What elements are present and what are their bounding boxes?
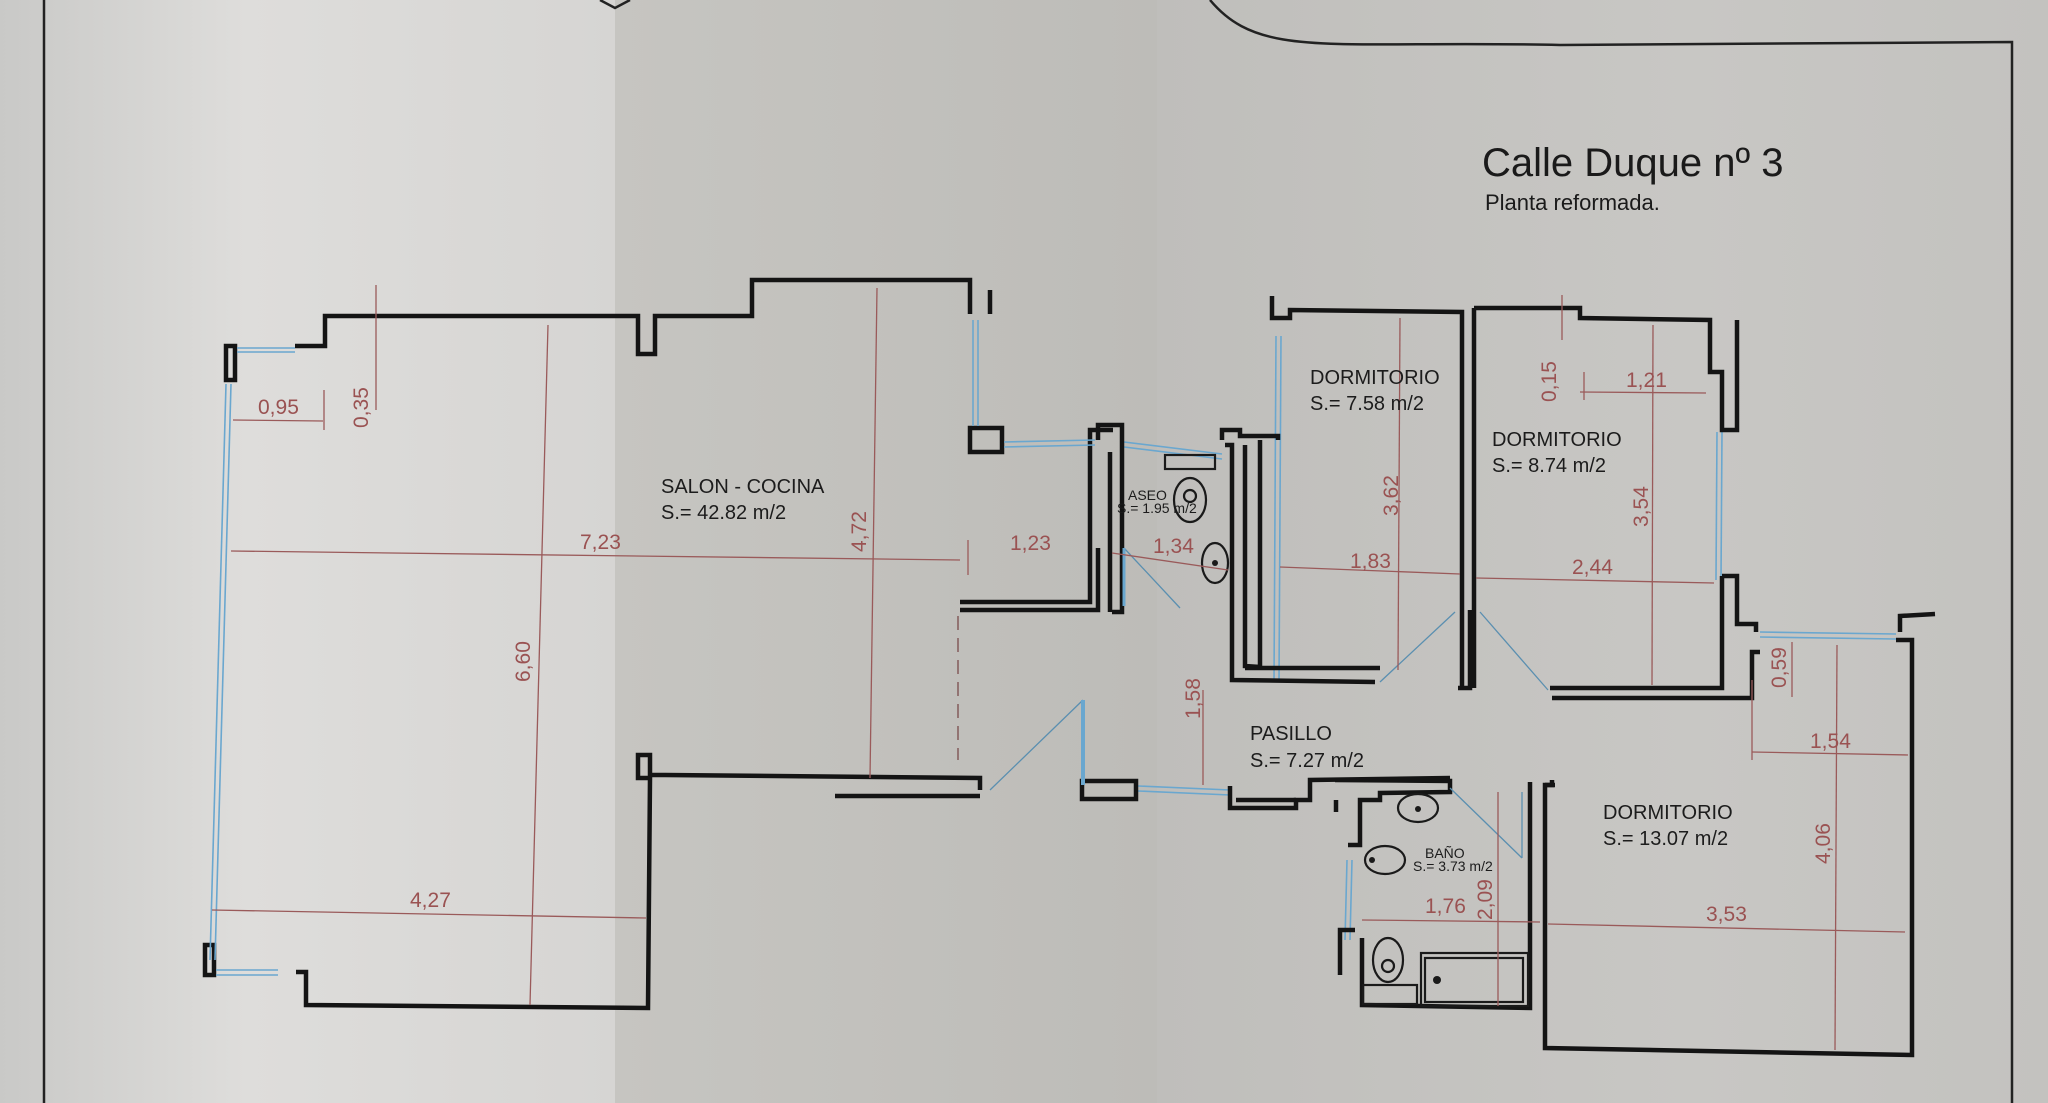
room-name: ASEO — [1128, 487, 1167, 503]
room-name: BAÑO — [1425, 845, 1465, 861]
dim-label: 3,53 — [1706, 903, 1747, 926]
plan-title: Calle Duque nº 3 — [1482, 141, 1783, 185]
room-area: S.= 7.27 m/2 — [1250, 750, 1364, 772]
room-dormitorio-1: DORMITORIO S.= 7.58 m/2 — [1310, 367, 1440, 415]
dim-label: 3,62 — [1380, 475, 1403, 516]
dim-label: 0,35 — [350, 387, 373, 428]
room-name: DORMITORIO — [1492, 429, 1622, 451]
dim-label: 1,54 — [1810, 730, 1851, 753]
room-bano: BAÑO S.= 3.73 m/2 — [1413, 845, 1493, 874]
dim-label: 1,58 — [1182, 678, 1205, 719]
dim-label: 1,34 — [1153, 535, 1194, 558]
room-dormitorio-2: DORMITORIO S.= 8.74 m/2 — [1492, 429, 1622, 477]
toilet-tank-bano — [1361, 983, 1419, 1006]
plan-subtitle: Planta reformada. — [1485, 190, 1660, 215]
dim-label: 1,83 — [1350, 550, 1391, 573]
sink-aseo — [1200, 541, 1230, 585]
toilet-tank-aseo — [1163, 453, 1217, 471]
fixtures — [1163, 453, 1530, 1008]
walls-bano — [1333, 777, 1555, 1011]
page-frame — [42, 0, 2014, 1103]
dim-label: 2,44 — [1572, 556, 1613, 579]
doors — [957, 547, 1549, 859]
bidet-bano — [1363, 844, 1407, 876]
room-area: S.= 3.73 m/2 — [1413, 858, 1493, 874]
room-area: S.= 1.95 m/2 — [1117, 500, 1197, 516]
dim-label: 1,23 — [1010, 532, 1051, 555]
bathtub — [1419, 951, 1530, 1008]
sink-bano — [1396, 792, 1440, 824]
dim-label: 3,54 — [1630, 486, 1653, 527]
walls-right — [1474, 305, 1936, 1058]
dimension-labels: 0,95 0,35 7,23 6,60 4,72 1,23 4,27 1,34 … — [258, 361, 1851, 926]
dimension-lines — [211, 285, 1909, 1051]
room-area: S.= 13.07 m/2 — [1603, 828, 1728, 850]
room-dormitorio-3: DORMITORIO S.= 13.07 m/2 — [1603, 802, 1733, 850]
dim-label: 0,59 — [1768, 647, 1791, 688]
windows — [209, 320, 1897, 976]
dim-label: 1,21 — [1626, 369, 1667, 392]
room-name: PASILLO — [1250, 723, 1332, 745]
dim-label: 4,72 — [848, 511, 871, 552]
room-area: S.= 42.82 m/2 — [661, 502, 786, 524]
room-name: SALON - COCINA — [661, 476, 825, 498]
paper-middle-panel — [615, 0, 1157, 1103]
dim-label: 2,09 — [1474, 879, 1497, 920]
paper-right-panel — [1157, 0, 2048, 1103]
dim-label: 7,23 — [580, 531, 621, 554]
room-aseo: ASEO S.= 1.95 m/2 — [1117, 487, 1197, 516]
dim-label: 0,95 — [258, 396, 299, 419]
walls-salon — [202, 277, 1113, 1011]
room-area: S.= 8.74 m/2 — [1492, 455, 1606, 477]
room-name: DORMITORIO — [1603, 802, 1733, 824]
walls-central — [1079, 296, 1477, 811]
room-area: S.= 7.58 m/2 — [1310, 393, 1424, 415]
room-name: DORMITORIO — [1310, 367, 1440, 389]
dim-label: 0,15 — [1538, 361, 1561, 402]
toilet-aseo — [1172, 476, 1208, 524]
room-salon-cocina: SALON - COCINA S.= 42.82 m/2 — [661, 476, 825, 524]
dim-label: 1,76 — [1425, 895, 1466, 918]
dim-label: 4,27 — [410, 889, 451, 912]
dim-label: 4,06 — [1812, 823, 1835, 864]
dim-label: 6,60 — [512, 641, 535, 682]
room-pasillo: PASILLO S.= 7.27 m/2 — [1250, 723, 1364, 772]
toilet-bano — [1371, 936, 1405, 984]
